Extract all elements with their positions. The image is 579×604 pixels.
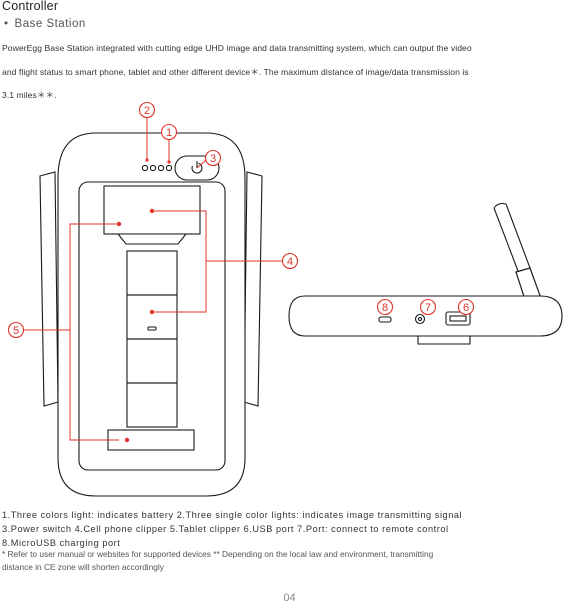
three-colors-light [165,164,173,172]
callout-8 [376,298,394,316]
page-number: 04 [283,592,296,604]
description-line: PowerEgg Base Station integrated with cu… [2,43,472,53]
section-title: Controller [2,0,59,13]
usb-port-icon [445,311,471,326]
callout-6 [457,298,475,316]
callout-1-label: 1 [166,127,172,139]
bottom-clip [107,429,195,451]
right-antenna [243,171,263,407]
footnote-line: * Refer to user manual or websites for s… [2,549,434,559]
legend-line: 1.Three colors light: indicates battery … [2,510,463,520]
description-line: and flight status to smart phone, tablet… [2,67,469,77]
callout-5 [7,321,25,339]
side-body [288,295,563,337]
callout-2-label: 2 [144,105,150,117]
micro-usb-port-icon [378,316,392,323]
callout-3 [204,149,222,167]
legend-line: 3.Power switch 4.Cell phone clipper 5.Ta… [2,524,449,534]
subsection-label: Base Station [14,18,86,30]
callout-6-label: 6 [463,302,469,314]
footnote-line: distance in CE zone will shorten accordi… [2,562,164,572]
callout-1 [160,123,178,141]
callout-3-label: 3 [210,153,216,165]
clipper-frame [78,181,226,471]
subsection-title: • Base Station [4,18,86,30]
callout-7 [419,298,437,316]
callout-4-label: 4 [287,256,293,268]
remote-port-icon [414,313,426,325]
left-antenna [39,171,59,407]
three-single-color-light [157,164,165,172]
description-line: 3.1 miles＊＊. [2,90,57,100]
bullet-icon: • [4,18,9,30]
callout-4 [281,252,299,270]
legend-line: 8.MicroUSB charging port [2,538,121,548]
callout-8-label: 8 [382,302,388,314]
three-single-color-light [149,164,157,172]
power-icon [191,162,203,174]
callout-2 [138,101,156,119]
callout-5-label: 5 [13,325,19,337]
three-single-color-light [141,164,149,172]
callout-7-label: 7 [425,302,431,314]
